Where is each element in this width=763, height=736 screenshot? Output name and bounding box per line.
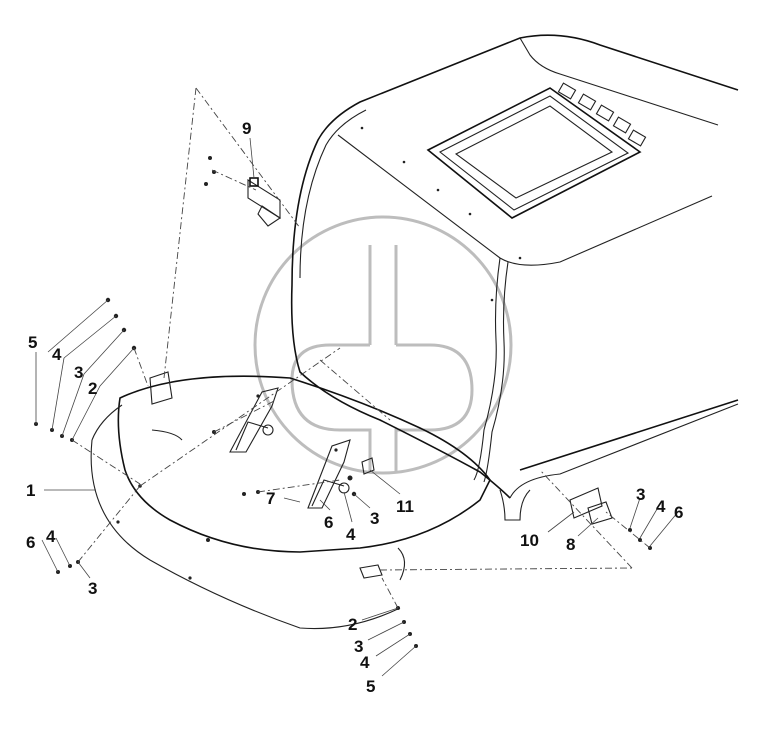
leader-lines — [35, 137, 679, 677]
callout-4: 4 — [656, 497, 666, 516]
callout-4: 4 — [52, 345, 62, 364]
callout-3: 3 — [354, 637, 363, 656]
callout-8: 8 — [566, 535, 575, 554]
callout-6: 6 — [324, 513, 333, 532]
callout-2: 2 — [348, 615, 357, 634]
callout-1: 1 — [26, 481, 35, 500]
callout-labels: 9 5 4 3 2 1 6 4 3 7 6 4 3 11 10 8 3 4 6 … — [26, 119, 683, 696]
callout-6: 6 — [26, 533, 35, 552]
callout-3: 3 — [88, 579, 97, 598]
callout-10: 10 — [520, 531, 539, 550]
callout-6: 6 — [674, 503, 683, 522]
callout-3: 3 — [370, 509, 379, 528]
callout-4: 4 — [346, 525, 356, 544]
mounting-bracket-left — [229, 387, 279, 453]
logo-watermark — [253, 215, 513, 475]
callout-11: 11 — [396, 497, 414, 516]
roof-marker-lights — [557, 82, 647, 147]
callout-3: 3 — [636, 485, 645, 504]
callout-5: 5 — [28, 333, 37, 352]
callout-9: 9 — [242, 119, 251, 138]
assembly-lines — [71, 87, 651, 609]
callout-4: 4 — [360, 653, 370, 672]
callout-5: 5 — [366, 677, 375, 696]
sun-visor-panel — [90, 371, 491, 630]
callout-4: 4 — [46, 527, 56, 546]
bracket-10 — [569, 487, 613, 525]
callout-7: 7 — [266, 489, 275, 508]
callout-3: 3 — [74, 363, 83, 382]
clip-11 — [361, 457, 375, 475]
callout-2: 2 — [88, 379, 97, 398]
bracket-9 — [247, 177, 281, 227]
mounting-bracket-right — [307, 439, 351, 509]
cab-body — [290, 34, 739, 521]
